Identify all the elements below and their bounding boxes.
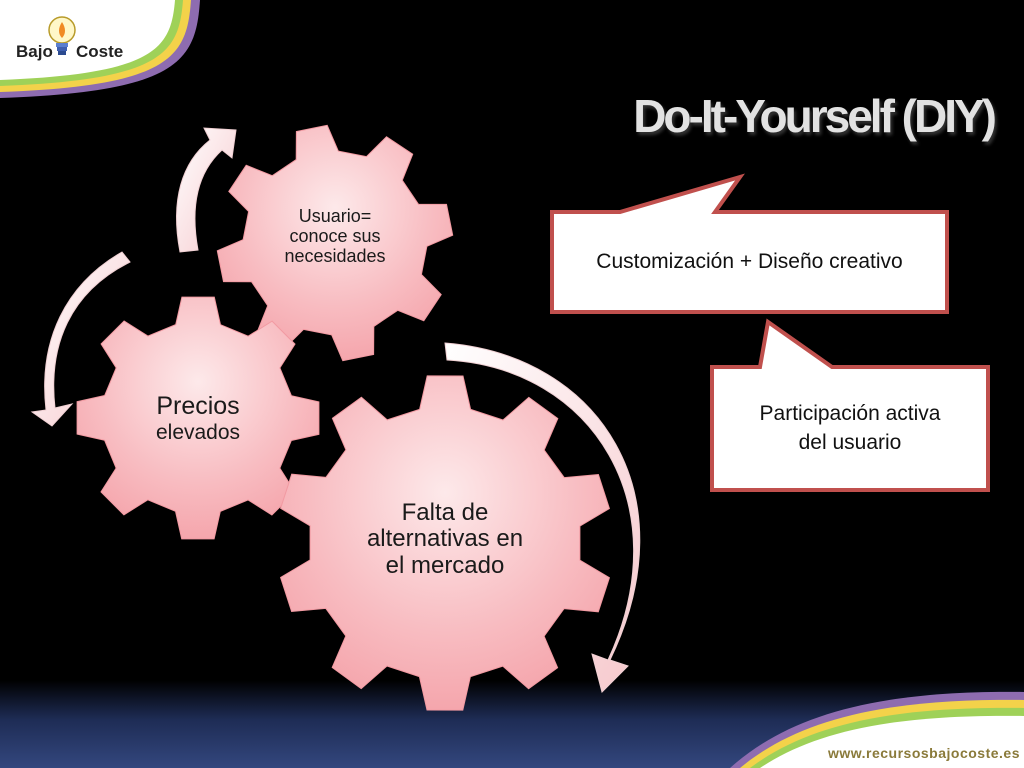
gear-small-label: Usuario= conoce sus necesidades xyxy=(250,206,420,266)
gear-large-line-1: Falta de xyxy=(401,499,489,526)
lightbulb-icon xyxy=(48,16,76,55)
gear-medium-line-1: Precios xyxy=(156,392,240,420)
callout-top xyxy=(550,173,949,314)
arrow-left xyxy=(30,251,131,427)
callout-bottom-text: Participación activa del usuario xyxy=(716,371,984,486)
callout-bottom-line-1: Participación activa xyxy=(759,402,941,426)
gear-medium-shape xyxy=(76,296,320,540)
cycle-arrows xyxy=(30,127,641,693)
website-url: www.recursosbajocoste.es xyxy=(828,745,1020,761)
gear-large xyxy=(280,375,610,711)
logo-word-left: Bajo xyxy=(16,42,53,61)
gear-large-line-3: el mercado xyxy=(385,551,505,579)
gear-medium xyxy=(76,296,320,540)
top-left-swoosh xyxy=(0,0,200,98)
gear-small-line-2: conoce sus xyxy=(289,225,381,246)
gear-small-line-3: necesidades xyxy=(284,245,386,266)
gear-medium-label: Precios elevados xyxy=(113,392,283,444)
arrow-down-right xyxy=(444,342,641,693)
callout-top-text: Customización + Diseño creativo xyxy=(596,249,903,273)
callout-bottom-line-2: del usuario xyxy=(798,430,902,454)
gear-large-shape xyxy=(280,375,610,711)
gear-large-line-2: alternativas en xyxy=(366,525,524,553)
page-title: Do-It-Yourself (DIY) xyxy=(633,90,997,142)
gear-small xyxy=(216,124,454,362)
bottom-right-swoosh xyxy=(730,691,1024,768)
logo-word-right: Coste xyxy=(76,42,124,61)
callout-bottom xyxy=(710,318,990,492)
gear-medium-line-2: elevados xyxy=(155,420,241,444)
gear-small-shape xyxy=(216,124,454,362)
arrow-up xyxy=(176,127,237,253)
gear-small-line-1: Usuario= xyxy=(298,206,372,226)
gear-large-label: Falta de alternativas en el mercado xyxy=(335,499,555,579)
